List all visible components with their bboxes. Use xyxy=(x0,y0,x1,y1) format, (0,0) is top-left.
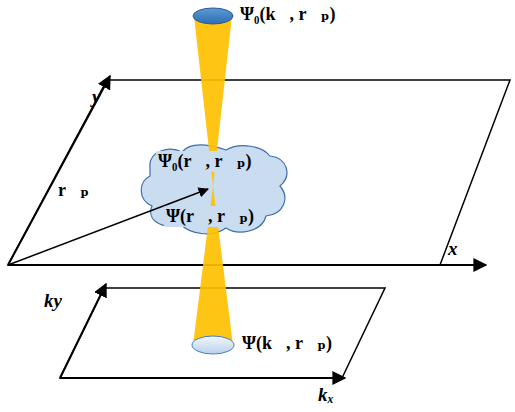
math-label: Ψ₀(k⃗, r⃗ₚ) xyxy=(240,4,335,25)
math-label: x xyxy=(448,238,458,260)
y-axis xyxy=(8,76,110,265)
position-vector xyxy=(8,189,208,265)
math-label: Ψ₀(r⃗, r⃗ₚ) xyxy=(156,151,253,172)
math-label: Ψ(r⃗, r⃗ₚ) xyxy=(164,206,256,227)
ky-axis xyxy=(60,284,106,378)
math-label: ky xyxy=(44,290,62,312)
x-axis xyxy=(8,264,486,266)
sample-plane xyxy=(8,80,510,265)
kx-axis xyxy=(60,377,345,379)
math-label: kₓ xyxy=(318,384,334,406)
probe-disc xyxy=(193,8,233,24)
diffraction-disc xyxy=(192,336,234,354)
math-label: y xyxy=(92,86,100,108)
sample xyxy=(141,145,287,234)
math-label: r⃗ₚ xyxy=(58,180,89,201)
math-label: Ψ(k⃗, r⃗ₚ) xyxy=(242,333,332,354)
